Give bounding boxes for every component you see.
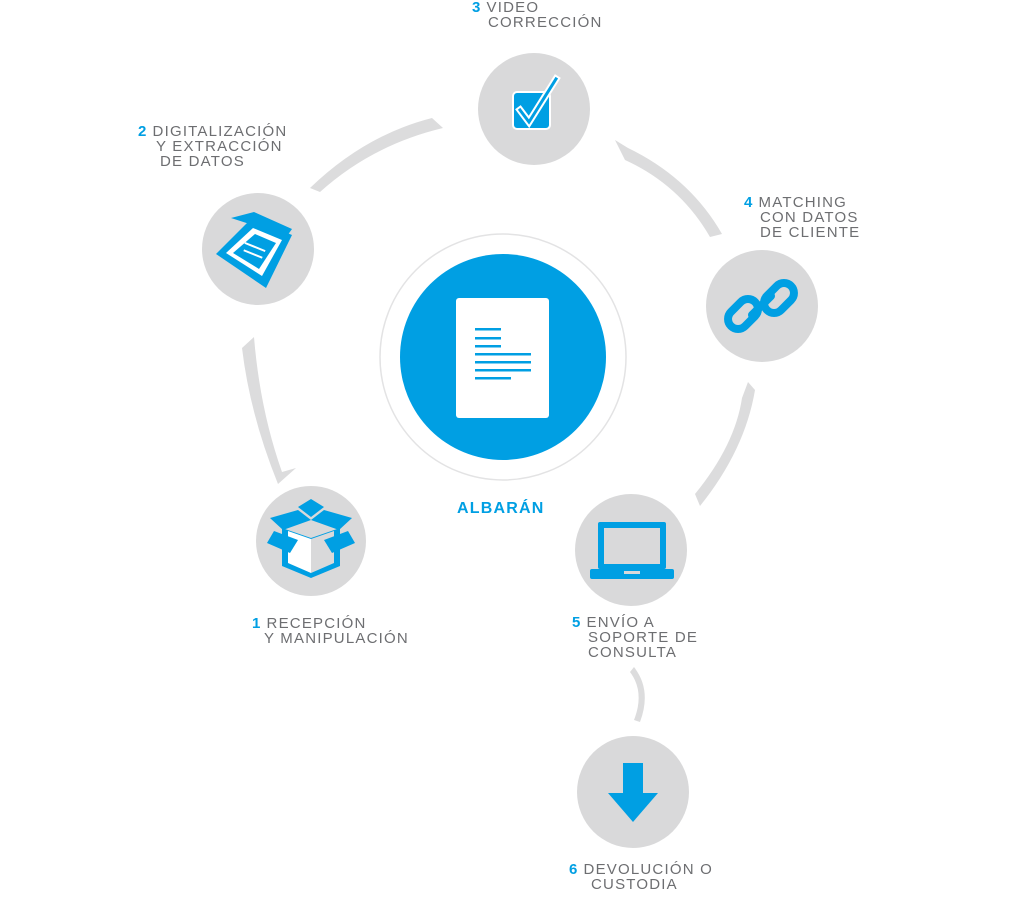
step-3-line-1: VIDEO (486, 0, 540, 16)
step-6-line-2: CUSTODIA (591, 876, 678, 893)
checkbox-icon (512, 74, 561, 130)
step-2-number: 2 (138, 123, 148, 140)
arrow-2-to-3 (310, 118, 443, 192)
step-2-line-2: Y EXTRACCIÓN (156, 138, 283, 155)
step-2-line-3: DE DATOS (160, 153, 245, 170)
step-4-line-2: CON DATOS (760, 209, 859, 226)
laptop-icon (590, 522, 674, 579)
step-5-node (575, 494, 687, 606)
arrow-5-to-6 (630, 667, 645, 722)
step-3-line-2: CORRECCIÓN (488, 14, 603, 31)
center-node (379, 233, 627, 481)
step-4-node (706, 250, 818, 362)
scanner-icon (216, 212, 292, 288)
step-6-number: 6 (569, 861, 579, 878)
step-1-line-1: RECEPCIÓN (266, 615, 367, 632)
connector-arrows (242, 118, 755, 722)
center-label: ALBARÁN (457, 500, 545, 517)
document-icon (456, 298, 549, 418)
step-1-line-2: Y MANIPULACIÓN (264, 630, 409, 647)
step-5-line-3: CONSULTA (588, 644, 678, 661)
step-5-line-2: SOPORTE DE (588, 629, 699, 646)
arrow-1-to-2 (242, 337, 296, 484)
open-box-icon (267, 499, 355, 578)
arrow-3-to-4 (615, 140, 722, 237)
step-4-number: 4 (744, 194, 754, 211)
step-6-line-1: DEVOLUCIÓN O (583, 861, 713, 878)
step-4-line-3: DE CLIENTE (760, 224, 861, 241)
step-2-node (202, 193, 314, 305)
chain-link-icon (724, 279, 798, 333)
step-1-number: 1 (252, 615, 262, 632)
download-arrow-icon (608, 763, 658, 822)
step-3-number: 3 (472, 0, 482, 16)
step-5-line-1: ENVÍO A (586, 614, 655, 631)
step-2-line-1: DIGITALIZACIÓN (152, 123, 288, 140)
step-5-number: 5 (572, 614, 582, 631)
step-3-node (478, 53, 590, 165)
step-4-line-1: MATCHING (758, 194, 848, 211)
step-6-node (577, 736, 689, 848)
arrow-4-to-5 (695, 382, 755, 506)
step-1-node (256, 486, 366, 596)
